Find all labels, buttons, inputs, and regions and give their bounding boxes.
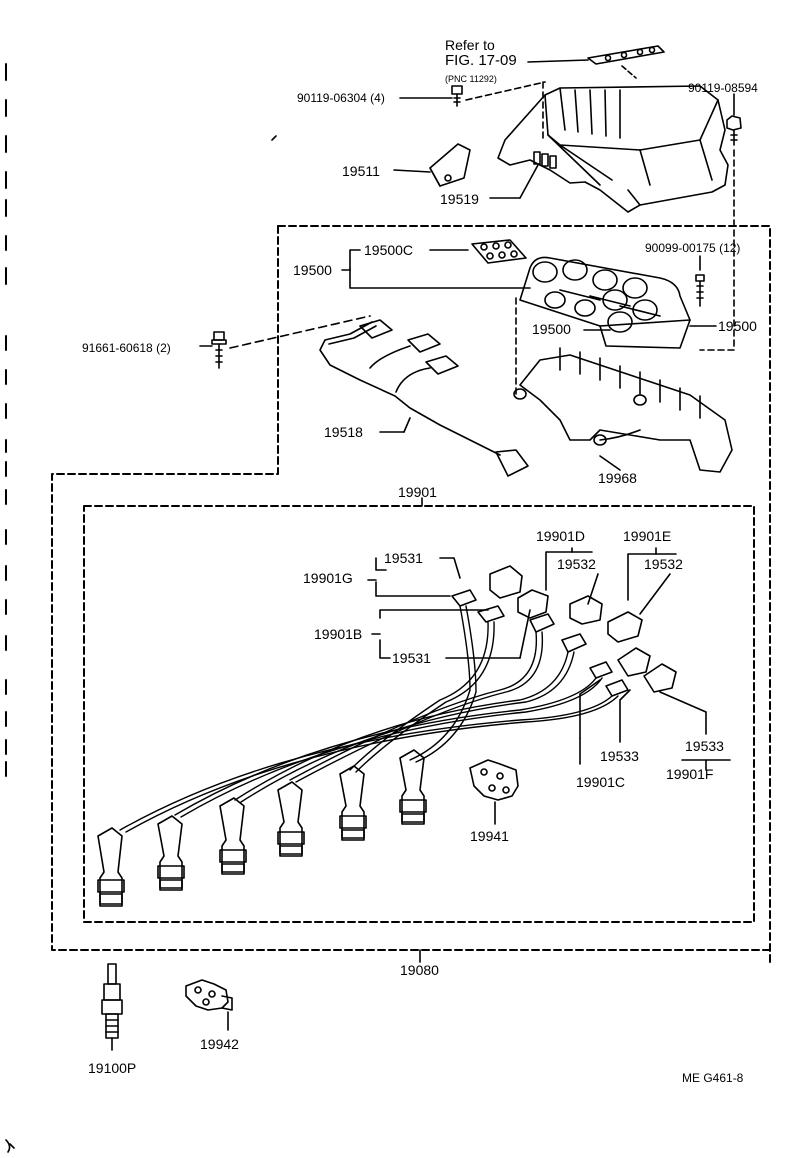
bracket-19511 <box>429 143 471 187</box>
bolt-90119-06304 <box>451 85 463 107</box>
plate-19500C <box>471 239 527 264</box>
diagram-code: ME G461-8 <box>682 1071 744 1085</box>
part-label-19518: 19518 <box>324 424 363 440</box>
part-label-91661-60618: 91661-60618 (2) <box>82 341 171 355</box>
coil-end-boots <box>451 565 677 697</box>
refer-to-label: Refer to <box>445 37 495 53</box>
ignition-cords <box>119 605 619 833</box>
part-label-19901F: 19901F <box>666 766 714 782</box>
part-label-19500-right: 19500 <box>718 318 757 334</box>
clamp-19942 <box>185 979 233 1011</box>
part-label-19901B: 19901B <box>314 626 363 642</box>
part-label-19533-a: 19533 <box>600 748 639 764</box>
coil-group-dashed-border <box>277 225 771 963</box>
part-label-19100P: 19100P <box>88 1060 137 1076</box>
part-label-19531-bottom: 19531 <box>392 650 431 666</box>
cord-set-dashed-border <box>83 505 755 923</box>
part-label-19941: 19941 <box>470 828 509 844</box>
bracket-19968 <box>513 347 733 473</box>
part-label-19511: 19511 <box>342 163 380 179</box>
wire-harness-19518 <box>319 319 529 477</box>
part-label-90119-06304: 90119-06304 (4) <box>297 91 385 105</box>
bolt-90099-00175 <box>695 274 705 307</box>
bolt-91661-60618 <box>211 331 227 369</box>
part-label-19531-top: 19531 <box>384 550 423 566</box>
part-label-19532-a: 19532 <box>557 556 596 572</box>
part-label-19500C: 19500C <box>364 242 414 258</box>
part-label-19500-left: 19500 <box>293 262 332 278</box>
part-label-19901C: 19901C <box>576 774 626 790</box>
fig-ref-plate <box>587 45 665 65</box>
part-label-19901E: 19901E <box>623 528 672 544</box>
coil-cover-drawing <box>497 85 729 213</box>
part-label-19500-mid: 19500 <box>532 321 571 337</box>
part-label-19519: 19519 <box>440 191 479 207</box>
part-label-19532-b: 19532 <box>644 556 683 572</box>
part-label-19533-b: 19533 <box>685 738 724 754</box>
part-label-19968: 19968 <box>598 470 637 486</box>
part-label-19901D: 19901D <box>536 528 586 544</box>
refer-pnc-label: (PNC 11292) <box>445 74 497 84</box>
part-label-90119-08594: 90119-08594 <box>688 81 758 95</box>
part-label-19080: 19080 <box>400 962 439 978</box>
part-label-19901: 19901 <box>398 484 437 500</box>
part-label-90099-00175: 90099-00175 (12) <box>645 241 741 255</box>
part-label-19901G: 19901G <box>303 570 353 586</box>
part-label-19942: 19942 <box>200 1036 239 1052</box>
ignition-coils-drawing <box>519 256 691 349</box>
clamp-19941 <box>469 759 519 801</box>
spark-plug-caps <box>97 749 427 907</box>
bolt-90119-08594 <box>726 115 742 146</box>
spark-plug-19100P <box>101 963 123 1051</box>
refer-fig-label: FIG. 17-09 <box>445 52 517 69</box>
